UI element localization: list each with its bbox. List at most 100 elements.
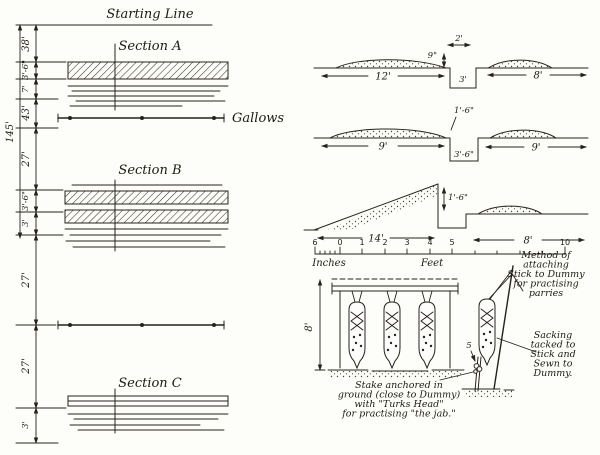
trench-profile-2 [449,137,479,162]
dummy-ropes [351,290,433,303]
dim-27ft-3: 27' [21,358,32,374]
hanging-dummy-2 [383,301,401,369]
note-line: for practising [512,279,578,290]
attachment-cord-2 [485,273,513,303]
ground-lines [461,388,515,391]
dim-3-6-s2: 3'-6" [454,150,474,160]
dim-7ft: 7' [21,85,31,93]
dim-9in-s1: 9" [428,51,437,61]
ditch-profile [437,183,467,229]
ground-stipple [330,371,462,378]
note-line: Stick and [530,349,575,360]
dims-1 [320,42,588,79]
note-line: ground (close to Dummy) [338,390,461,401]
water-lines-b [64,228,229,248]
gallows-post-dot [68,323,72,327]
parados-mound-right [490,130,556,138]
dim-b-width: 3'-6" [21,191,31,211]
gallows-post-dot [140,323,144,327]
scale-bar: 6 0 1 2 3 4 5 10 Inches Feet [311,238,570,269]
dim-38ft: 38' [21,36,32,51]
dim-1-6-s2: 1'-6" [454,106,474,116]
dimension-extension-lines [15,24,213,444]
note-line: attaching [523,260,569,271]
gallows-line-1: Gallows [57,111,284,126]
section-b-label: Section B [118,163,181,178]
note-line: for practising "the jab." [341,409,455,420]
parapet-mound-left [330,129,446,138]
dim-8ft-s1: 8' [533,71,542,82]
starting-line-label: Starting Line [106,7,193,22]
gallows-post-dot [140,116,144,120]
note-line: Method of [520,250,572,261]
section-a: Section A [67,39,229,111]
gallows-post-dot [212,116,216,120]
trench-profile-1 [449,67,477,89]
cross-section-1: 12' 8' 3' 9" 2' [313,34,589,89]
dim-5: 5 [466,341,471,351]
sacking-note-leader [496,337,537,353]
dim-27ft-1: 27' [21,151,32,167]
note-line: tacked to [531,340,576,351]
dim-3ft-s1: 3' [459,75,467,85]
dim-2ft-s1: 2' [454,34,463,44]
section-c: Section C [67,376,229,434]
scale-tick-4: 4 [427,238,432,247]
note-line: Stick to Dummy [507,269,585,280]
dim-3ft-1: 3' [21,219,31,227]
dim-1-6-s3: 1'-6" [448,193,468,203]
section-b: Section B [64,163,229,252]
scale-tick-6: 6 [312,238,317,247]
note-method: Method of attaching Stick to Dummy for p… [507,250,585,299]
note-line: Sewn to [534,359,573,370]
dim-14ft: 14' [368,234,383,245]
scale-tick-5: 5 [449,238,454,247]
gallows-line-2 [57,320,225,330]
note-stake: Stake anchored in ground (close to Dummy… [338,380,461,420]
dim-9ft-left: 9' [378,142,387,153]
scale-tick-1: 1 [359,238,364,247]
dims-2 [320,116,588,150]
dim-5-leader [470,350,476,362]
trench-b-hatched-bar-2 [64,209,229,224]
parados-mound-right [488,60,552,68]
scale-feet-label: Feet [420,258,444,269]
stake [474,356,479,392]
note-line: with "Turks Head" [354,399,443,410]
stick-dummy-detail: 5 [439,265,537,397]
method-note-leader [512,274,524,292]
ground-stipple [464,390,512,397]
note-line: Stake anchored in [355,380,443,391]
dims-3 [316,186,586,243]
scale-inches-label: Inches [311,258,345,269]
dimension-chain [17,23,39,445]
stake-note-leader [439,371,474,381]
section-c-label: Section C [118,376,182,391]
annotations: Method of attaching Stick to Dummy for p… [338,250,585,420]
dim-12ft: 12' [375,72,390,83]
glacis-slope [313,183,439,231]
scale-tick-10: 10 [560,238,570,247]
cross-section-2: 1'-6" 9' 9' 3'-6" [313,106,589,162]
dim-a-width: 3'-6" [21,60,31,80]
trench-a-hatched-bar [67,61,229,80]
gallows-post-dot [212,323,216,327]
dim-8ft-s3: 8' [523,236,532,247]
note-line: parries [529,288,563,299]
scale-tick-0: 0 [337,238,342,247]
water-lines-c [67,413,229,431]
gallows-post-dot [68,116,72,120]
gallows-detail: 8' [304,278,465,378]
water-lines-a [67,85,229,107]
stick-dummy [478,298,496,366]
dim-145ft: 145' [5,121,16,143]
note-line: Dummy. [533,368,573,379]
hanging-dummy-3 [418,301,436,369]
cross-section-3: 1'-6" 14' 8' [303,183,589,247]
ground-lines [327,369,465,372]
hanging-dummy-1 [348,301,366,369]
trench-b-hatched-bar-1 [64,190,229,205]
scale-tick-2: 2 [382,238,387,247]
